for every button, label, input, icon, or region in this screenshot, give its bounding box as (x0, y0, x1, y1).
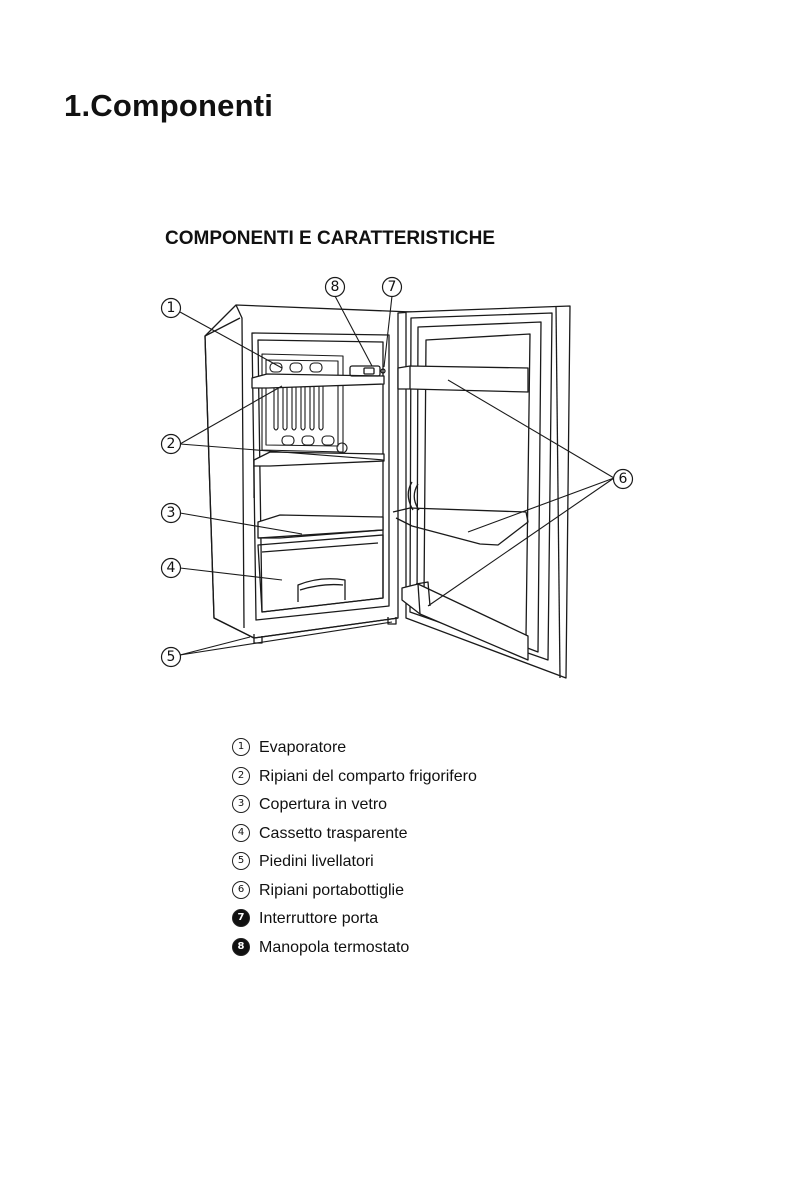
legend-number: 7 (232, 909, 250, 927)
legend-label: Copertura in vetro (259, 796, 387, 813)
legend-list: 1 Evaporatore 2 Ripiani del comparto frigo… (232, 737, 477, 965)
legend-number: 1 (232, 738, 250, 756)
callout-7: 7 (383, 278, 402, 297)
legend-number: 3 (232, 795, 250, 813)
legend-item: 1 Evaporatore (232, 737, 477, 766)
callout-6: 6 (614, 470, 633, 489)
callout-3: 3 (162, 504, 181, 523)
svg-text:8: 8 (331, 279, 340, 295)
legend-label: Ripiani portabottiglie (259, 882, 404, 899)
callout-2: 2 (162, 435, 181, 454)
callout-4: 4 (162, 559, 181, 578)
legend-item: 7 Interruttore porta (232, 908, 477, 937)
svg-text:5: 5 (167, 649, 176, 665)
svg-text:7: 7 (388, 279, 397, 295)
fridge-door (393, 306, 570, 678)
legend-item: 5 Piedini livellatori (232, 851, 477, 880)
svg-text:4: 4 (167, 560, 176, 576)
legend-number: 4 (232, 824, 250, 842)
legend-item: 4 Cassetto trasparente (232, 823, 477, 852)
legend-label: Manopola termostato (259, 939, 409, 956)
legend-label: Piedini livellatori (259, 853, 374, 870)
legend-item: 3 Copertura in vetro (232, 794, 477, 823)
legend-label: Cassetto trasparente (259, 825, 408, 842)
legend-number: 8 (232, 938, 250, 956)
svg-text:1: 1 (167, 300, 176, 316)
svg-text:6: 6 (619, 471, 628, 487)
legend-item: 8 Manopola termostato (232, 937, 477, 966)
legend-label: Interruttore porta (259, 910, 378, 927)
legend-number: 5 (232, 852, 250, 870)
legend-item: 2 Ripiani del comparto frigorifero (232, 766, 477, 795)
svg-text:3: 3 (167, 505, 176, 521)
callout-8: 8 (326, 278, 345, 297)
callout-1: 1 (162, 299, 181, 318)
legend-label: Evaporatore (259, 739, 346, 756)
legend-number: 6 (232, 881, 250, 899)
svg-text:2: 2 (167, 436, 176, 452)
callout-5: 5 (162, 648, 181, 667)
legend-label: Ripiani del comparto frigorifero (259, 768, 477, 785)
legend-item: 6 Ripiani portabottiglie (232, 880, 477, 909)
legend-number: 2 (232, 767, 250, 785)
